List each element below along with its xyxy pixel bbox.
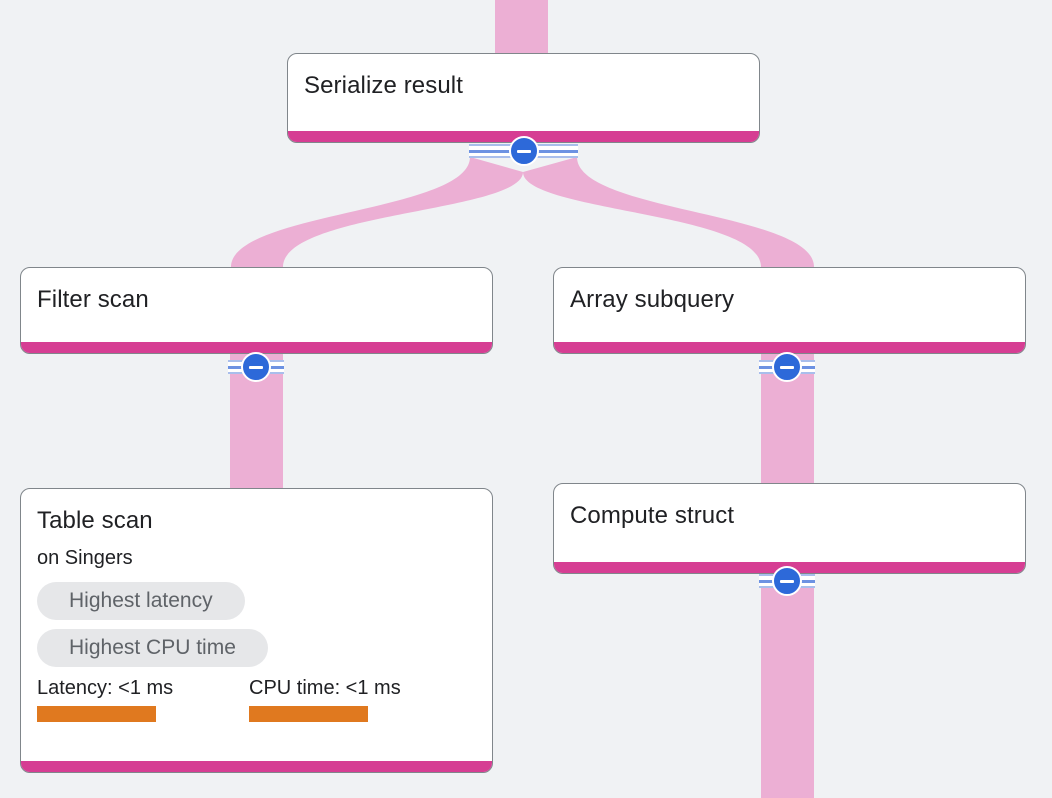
node-filter-scan[interactable]: Filter scan [20, 267, 493, 354]
latency-label: Latency: <1 ms [37, 676, 174, 699]
collapse-circle [241, 352, 271, 382]
node-title: Compute struct [570, 502, 735, 529]
node-compute-struct[interactable]: Compute struct [553, 483, 1026, 574]
ribbon-serialize-to-array-subquery [523, 157, 814, 267]
highest-latency-badge: Highest latency [37, 581, 245, 620]
node-serialize-result[interactable]: Serialize result [287, 53, 760, 143]
latency-bar [37, 705, 156, 722]
minus-icon [780, 579, 794, 583]
node-accent-strip [21, 342, 492, 353]
badge-list: Highest latency Highest CPU time [37, 581, 476, 667]
node-title: Table scan [37, 507, 153, 534]
collapse-button-serialize-result[interactable] [469, 136, 578, 166]
minus-icon [516, 149, 531, 153]
minus-icon [780, 365, 794, 369]
node-title: Array subquery [570, 286, 735, 313]
collapse-circle [772, 352, 802, 382]
highest-cpu-time-badge: Highest CPU time [37, 628, 268, 667]
minus-icon [249, 365, 263, 369]
metrics-row: Latency: <1 ms CPU time: <1 ms [37, 677, 476, 722]
node-subtitle: on Singers [37, 546, 133, 569]
node-title: Filter scan [37, 286, 149, 313]
collapse-button-array-subquery[interactable] [759, 352, 815, 382]
node-title: Serialize result [304, 72, 463, 99]
node-accent-strip [21, 761, 492, 772]
collapse-circle [772, 566, 802, 596]
ribbon-compute-struct-to-child [761, 570, 814, 798]
collapse-button-compute-struct[interactable] [759, 566, 815, 596]
node-table-scan[interactable]: Table scan on Singers Highest latency Hi… [20, 488, 493, 773]
collapse-button-filter-scan[interactable] [228, 352, 284, 382]
ribbon-serialize-to-filter-scan [231, 157, 523, 267]
cpu-time-label: CPU time: <1 ms [249, 676, 401, 699]
ribbon-root-to-serialize [495, 0, 548, 60]
cpu-time-bar [249, 705, 368, 722]
latency-metric: Latency: <1 ms [37, 677, 249, 722]
collapse-circle [508, 136, 539, 166]
node-array-subquery[interactable]: Array subquery [553, 267, 1026, 354]
node-accent-strip [554, 342, 1025, 353]
cpu-time-metric: CPU time: <1 ms [249, 677, 461, 722]
